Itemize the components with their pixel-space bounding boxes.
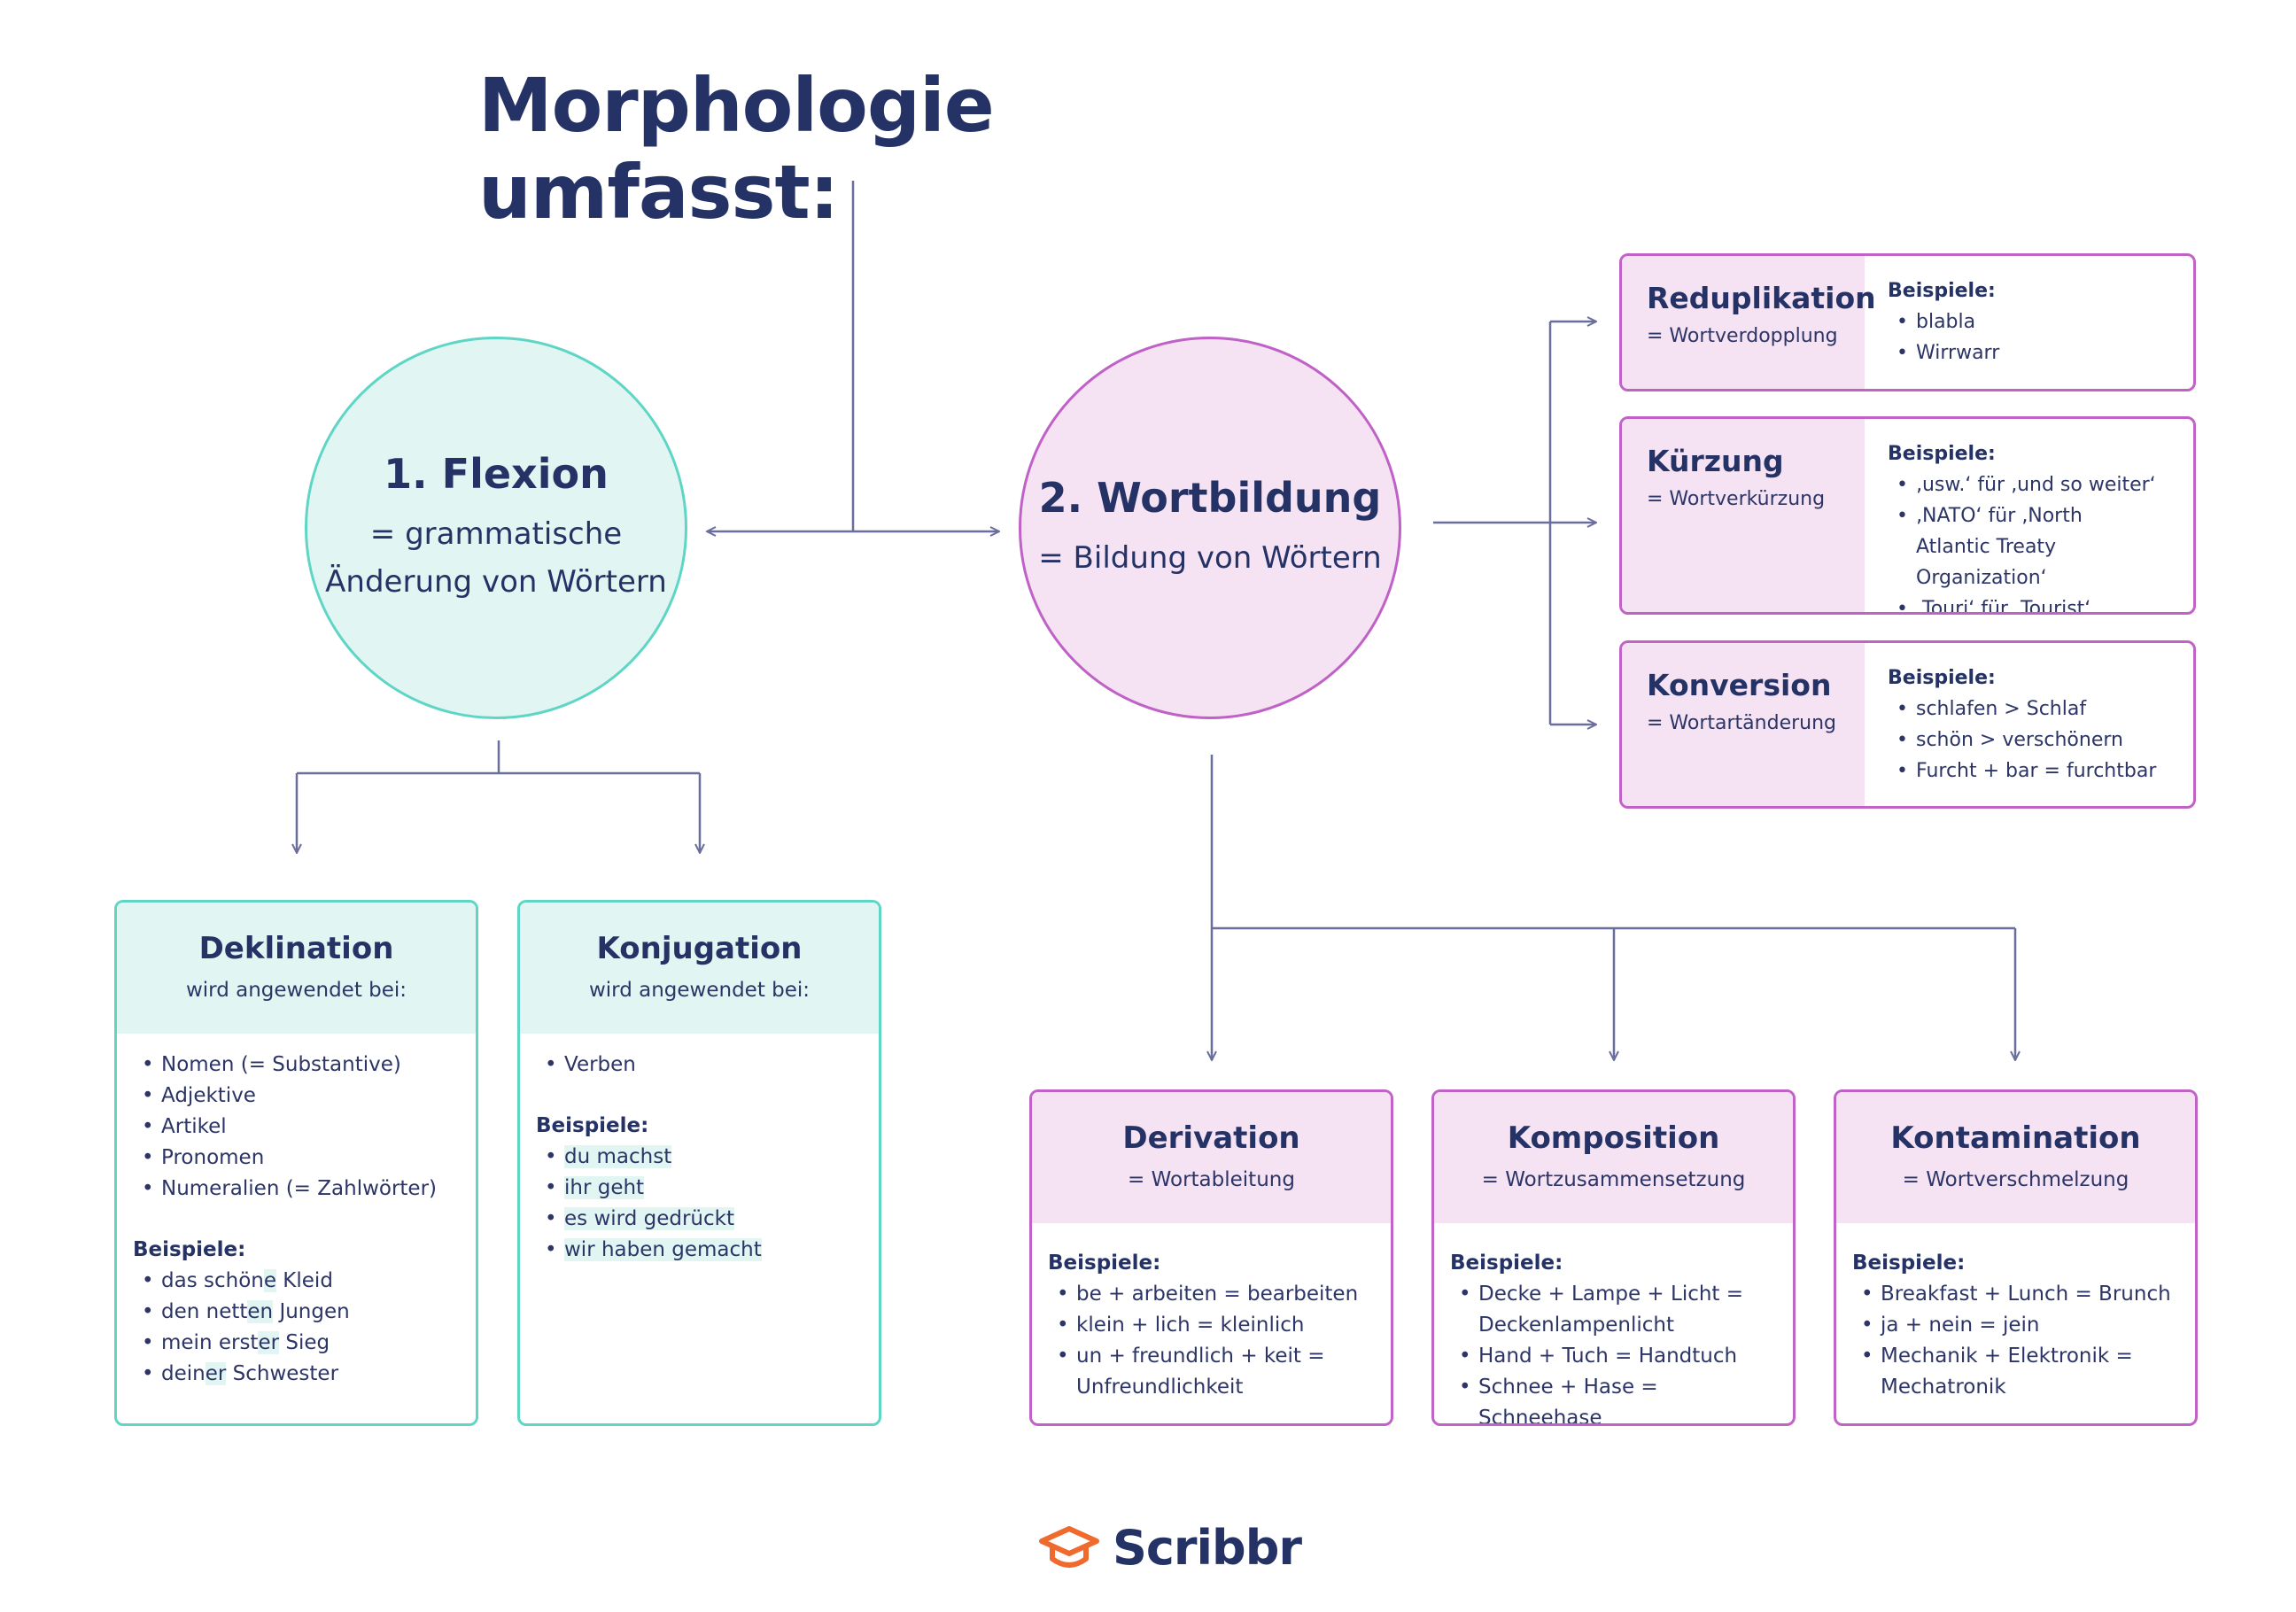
wortbildung-sub: = Bildung von Wörtern <box>1038 540 1382 576</box>
komposition-examples-label: Beispiele: <box>1450 1252 1563 1275</box>
flexion-circle: 1. Flexion = grammatische Änderung von W… <box>305 337 687 719</box>
list-item: du machst <box>536 1142 879 1173</box>
konjugation-sub: wird angewendet bei: <box>588 979 811 1002</box>
kontamination-examples-label: Beispiele: <box>1852 1252 1966 1275</box>
konjugation-examples: du machst ihr geht es wird gedrückt wir … <box>536 1142 879 1266</box>
list-item: ‚usw.‘ für ‚und so weiter‘ <box>1888 469 2158 500</box>
list-item: un + freundlich + keit = Unfreundlichkei… <box>1048 1341 1375 1403</box>
list-item: blabla <box>1888 306 2193 337</box>
flexion-sub-2: Änderung von Wörtern <box>325 564 667 600</box>
deklination-sub: wird angewendet bei: <box>185 979 407 1002</box>
kuerzung-card: Kürzung = Wortverkürzung Beispiele: ‚usw… <box>1619 416 2196 615</box>
deklination-card: Deklination wird angewendet bei: Nomen (… <box>114 900 478 1426</box>
list-item: Nomen (= Substantive) <box>133 1050 476 1081</box>
deklination-examples: das schöne Kleid den netten Jungen mein … <box>133 1266 476 1390</box>
konversion-card: Konversion = Wortartänderung Beispiele: … <box>1619 640 2196 809</box>
konjugation-examples-label: Beispiele: <box>536 1114 649 1137</box>
list-item: schön > verschönern <box>1888 725 2193 756</box>
list-item: den netten Jungen <box>133 1297 476 1328</box>
konjugation-heading: Konjugation <box>596 931 803 966</box>
deklination-examples-label: Beispiele: <box>133 1238 246 1261</box>
list-item: das schöne Kleid <box>133 1266 476 1297</box>
konjugation-card: Konjugation wird angewendet bei: Verben … <box>517 900 881 1426</box>
derivation-card: Derivation = Wortableitung Beispiele: be… <box>1029 1089 1393 1426</box>
list-item: be + arbeiten = bearbeiten <box>1048 1279 1375 1310</box>
list-item: Decke + Lampe + Licht = Deckenlampenlich… <box>1450 1279 1777 1341</box>
komposition-card: Komposition = Wortzusammensetzung Beispi… <box>1431 1089 1796 1426</box>
deklination-heading: Deklination <box>198 931 394 966</box>
reduplikation-examples-label: Beispiele: <box>1888 280 1996 302</box>
wortbildung-heading: 2. Wortbildung <box>1038 474 1382 522</box>
derivation-heading: Derivation <box>1122 1120 1300 1156</box>
list-item: Pronomen <box>133 1143 476 1174</box>
list-item: deiner Schwester <box>133 1359 476 1390</box>
list-item: schlafen > Schlaf <box>1888 694 2193 725</box>
graduation-cap-icon <box>1039 1525 1099 1568</box>
scribbr-logo: Scribbr <box>1038 1520 1302 1576</box>
list-item: ihr geht <box>536 1173 879 1204</box>
list-item: Adjektive <box>133 1081 476 1112</box>
komposition-heading: Komposition <box>1507 1120 1720 1156</box>
list-item: Artikel <box>133 1112 476 1143</box>
kontamination-card: Kontamination = Wortverschmelzung Beispi… <box>1834 1089 2198 1426</box>
komposition-examples: Decke + Lampe + Licht = Deckenlampenlich… <box>1450 1279 1777 1423</box>
konjugation-list: Verben <box>536 1050 879 1081</box>
list-item: Breakfast + Lunch = Brunch <box>1852 1279 2179 1310</box>
list-item: klein + lich = kleinlich <box>1048 1310 1375 1341</box>
kuerzung-examples: ‚usw.‘ für ‚und so weiter‘ ‚NATO‘ für ‚N… <box>1888 469 2158 612</box>
flexion-sub-1: = grammatische <box>369 516 623 552</box>
reduplikation-sub: = Wortverdopplung <box>1647 325 1838 347</box>
list-item: mein erster Sieg <box>133 1328 476 1359</box>
reduplikation-examples: blabla Wirrwarr <box>1888 306 2193 368</box>
flexion-heading: 1. Flexion <box>384 450 609 498</box>
list-item: es wird gedrückt <box>536 1204 879 1235</box>
list-item: Schnee + Hase = Schneehase <box>1450 1372 1777 1423</box>
reduplikation-heading: Reduplikation <box>1647 281 1876 315</box>
wortbildung-circle: 2. Wortbildung = Bildung von Wörtern <box>1019 337 1401 719</box>
list-item: ja + nein = jein <box>1852 1310 2179 1341</box>
list-item: ‚Touri‘ für ‚Tourist‘ <box>1888 593 2158 612</box>
list-item: Mechanik + Elektronik = Mechatronik <box>1852 1341 2179 1403</box>
list-item: Wirrwarr <box>1888 337 2193 368</box>
list-item: Hand + Tuch = Handtuch <box>1450 1341 1777 1372</box>
list-item: Numeralien (= Zahlwörter) <box>133 1174 476 1205</box>
konversion-heading: Konversion <box>1647 668 1832 702</box>
reduplikation-card: Reduplikation = Wortverdopplung Beispiel… <box>1619 253 2196 391</box>
deklination-list: Nomen (= Substantive) Adjektive Artikel … <box>133 1050 476 1205</box>
kontamination-sub: = Wortverschmelzung <box>1902 1168 2129 1191</box>
kuerzung-sub: = Wortverkürzung <box>1647 488 1826 510</box>
konversion-sub: = Wortartänderung <box>1647 712 1836 734</box>
list-item: Furcht + bar = furchtbar <box>1888 756 2193 787</box>
komposition-sub: = Wortzusammensetzung <box>1481 1168 1746 1191</box>
kuerzung-examples-label: Beispiele: <box>1888 443 1996 465</box>
logo-text: Scribbr <box>1113 1520 1302 1576</box>
kontamination-heading: Kontamination <box>1890 1120 2141 1156</box>
konversion-examples-label: Beispiele: <box>1888 667 1996 689</box>
kuerzung-heading: Kürzung <box>1647 444 1784 478</box>
konversion-examples: schlafen > Schlaf schön > verschönern Fu… <box>1888 694 2193 787</box>
page-title: Morphologie umfasst: <box>478 62 995 236</box>
derivation-sub: = Wortableitung <box>1128 1168 1295 1191</box>
list-item: ‚NATO‘ für ‚North Atlantic Treaty Organi… <box>1888 500 2158 593</box>
list-item: wir haben gemacht <box>536 1235 879 1266</box>
kontamination-examples: Breakfast + Lunch = Brunch ja + nein = j… <box>1852 1279 2179 1403</box>
derivation-examples-label: Beispiele: <box>1048 1252 1161 1275</box>
list-item: Verben <box>536 1050 879 1081</box>
derivation-examples: be + arbeiten = bearbeiten klein + lich … <box>1048 1279 1375 1403</box>
